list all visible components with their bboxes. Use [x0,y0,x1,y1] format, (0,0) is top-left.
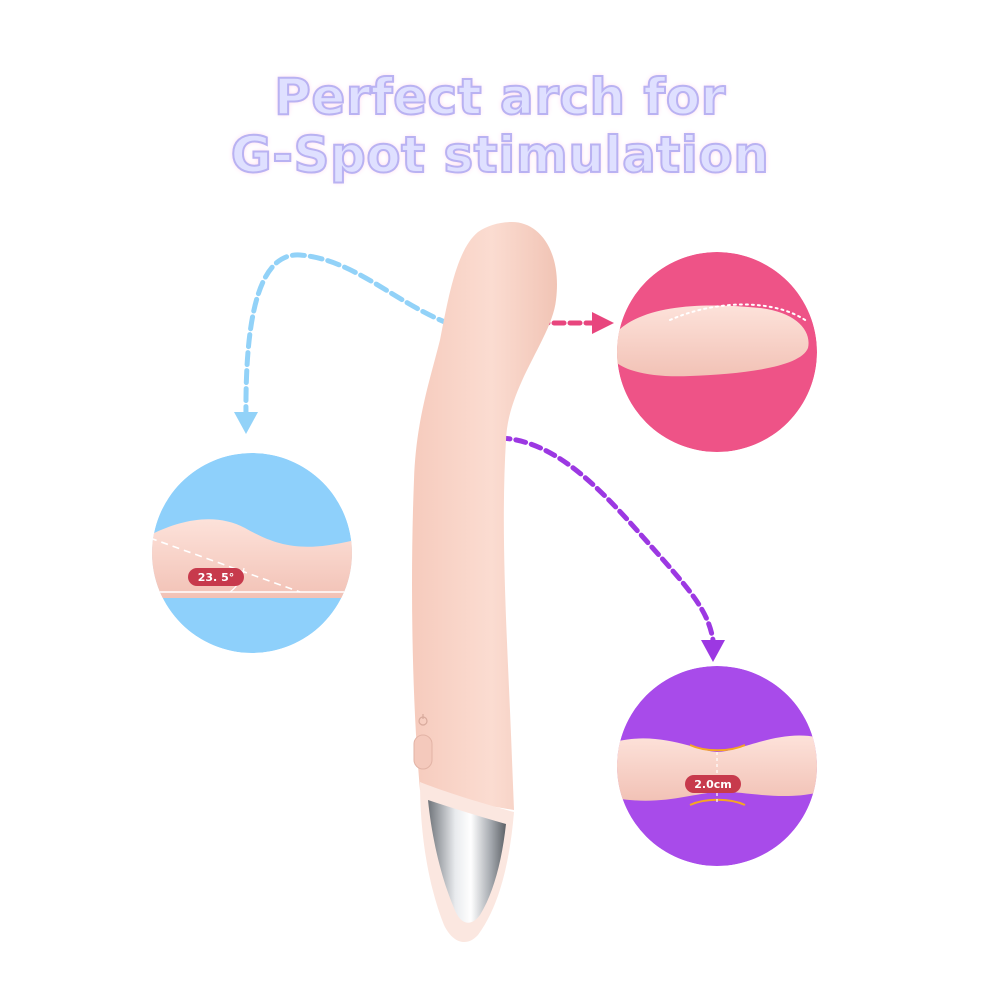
blue-dashed-arrow-line [243,252,470,423]
head-callout [535,252,817,452]
blue-arrow-head-icon [234,412,258,434]
purple-arrow-head-icon [701,640,725,662]
angle-badge [188,568,244,586]
thickness-detail-circle: 2.0cm [617,666,817,866]
power-button[interactable] [413,734,433,770]
headline-line-1: Perfect arch for [273,67,726,127]
head-detail-circle [617,252,817,452]
headline-line-2: G-Spot stimulation [230,125,770,185]
angle-callout: 23. 5° [152,252,470,653]
pink-arrow-head-icon [592,312,614,334]
angle-label: 23. 5° [198,571,234,584]
purple-dashed-arrow-line [497,435,716,643]
thickness-callout: 2.0cm [497,435,817,866]
headline: Perfect arch for G-Spot stimulation [0,67,1000,185]
device [412,222,557,943]
device-body [412,222,557,810]
thickness-badge [685,775,741,793]
thickness-label: 2.0cm [694,778,731,791]
power-icon [418,714,428,726]
angle-detail-circle: 23. 5° [152,453,352,653]
